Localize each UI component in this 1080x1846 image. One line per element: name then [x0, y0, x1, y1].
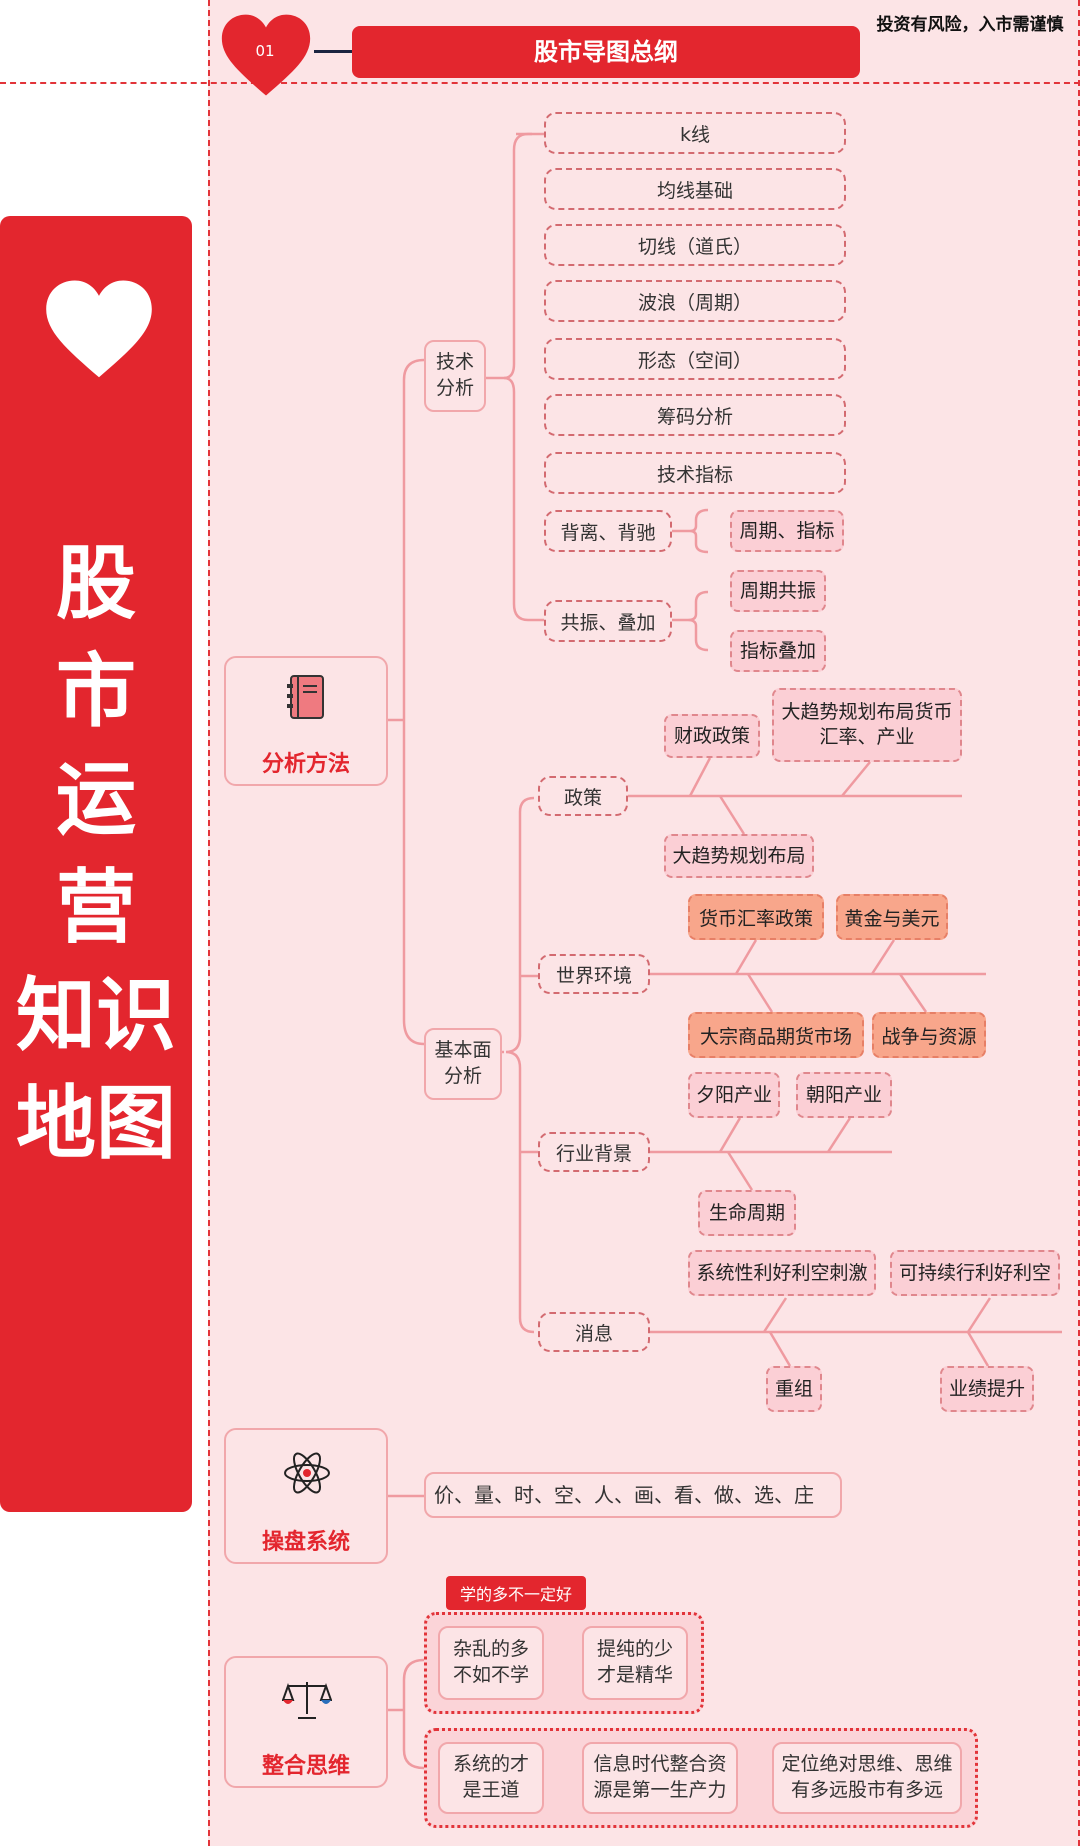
divergence-node: 背离、背驰 — [544, 510, 672, 552]
tech-item: 波浪（周期） — [544, 280, 846, 322]
resonance-child: 指标叠加 — [730, 630, 826, 672]
category-analysis: 分析方法 — [224, 656, 388, 786]
risk-warning: 投资有风险，入市需谨慎 — [876, 15, 1064, 35]
integration-item: 杂乱的多 不如不学 — [438, 1626, 544, 1700]
resonance-node: 共振、叠加 — [544, 600, 672, 642]
news-node: 消息 — [538, 1312, 650, 1352]
tech-item: 筹码分析 — [544, 394, 846, 436]
title-char: 市 — [56, 645, 136, 738]
resonance-child: 周期共振 — [730, 570, 826, 612]
header-connector — [314, 50, 352, 53]
title-char: 运 — [56, 753, 136, 846]
header-divider — [0, 82, 1080, 84]
world-item: 大宗商品期货市场 — [688, 1012, 864, 1058]
integration-item: 提纯的少 才是精华 — [582, 1626, 688, 1700]
page-title: 股市导图总纲 — [352, 26, 860, 78]
tech-item: k线 — [544, 112, 846, 154]
industry-node: 行业背景 — [538, 1132, 650, 1172]
category-trading-system: 操盘系统 — [224, 1428, 388, 1564]
tech-item: 技术指标 — [544, 452, 846, 494]
world-item: 货币汇率政策 — [688, 894, 824, 940]
title-char: 营 — [56, 861, 136, 954]
integration-item: 信息时代整合资 源是第一生产力 — [582, 1742, 738, 1814]
policy-item: 大趋势规划布局货币 汇率、产业 — [772, 688, 962, 762]
world-item: 黄金与美元 — [836, 894, 948, 940]
heart-icon — [46, 280, 152, 378]
industry-item: 生命周期 — [698, 1190, 796, 1236]
title-char: 地图 — [16, 1077, 176, 1170]
world-node: 世界环境 — [538, 954, 650, 994]
category-label: 整合思维 — [261, 1754, 350, 1779]
notebook-icon — [287, 675, 324, 719]
policy-node: 政策 — [538, 776, 628, 816]
category-label: 分析方法 — [261, 752, 350, 777]
tech-item: 切线（道氏） — [544, 224, 846, 266]
tech-item: 形态（空间） — [544, 338, 846, 380]
atom-icon — [284, 1452, 330, 1494]
industry-item: 夕阳产业 — [688, 1072, 780, 1118]
policy-item: 大趋势规划布局 — [664, 834, 814, 878]
technical-analysis-node: 技术 分析 — [424, 340, 486, 412]
category-label: 操盘系统 — [261, 1530, 350, 1555]
news-item: 业绩提升 — [940, 1366, 1034, 1412]
integration-tag: 学的多不一定好 — [446, 1576, 586, 1610]
world-item: 战争与资源 — [872, 1012, 986, 1058]
news-item: 重组 — [766, 1366, 822, 1412]
tech-item: 均线基础 — [544, 168, 846, 210]
balance-scale-icon — [282, 1682, 332, 1719]
fundamental-analysis-node: 基本面 分析 — [424, 1028, 502, 1100]
news-item: 系统性利好利空刺激 — [688, 1250, 876, 1296]
trading-system-elements: 价、量、时、空、人、画、看、做、选、庄 — [424, 1472, 842, 1518]
category-integration: 整合思维 — [224, 1656, 388, 1788]
title-char: 知识 — [16, 969, 176, 1062]
policy-item: 财政政策 — [664, 714, 760, 758]
heart-icon — [221, 14, 311, 96]
integration-item: 系统的才 是王道 — [438, 1742, 544, 1814]
title-char: 股 — [56, 537, 136, 630]
divergence-child: 周期、指标 — [730, 510, 844, 552]
news-item: 可持续行利好利空 — [890, 1250, 1060, 1296]
title-vertical: 股 市 运 营 知识 地图 — [0, 530, 192, 1178]
integration-item: 定位绝对思维、思维 有多远股市有多远 — [772, 1742, 962, 1814]
section-number: 01 — [255, 42, 275, 60]
title-card — [0, 216, 192, 1512]
industry-item: 朝阳产业 — [796, 1072, 892, 1118]
